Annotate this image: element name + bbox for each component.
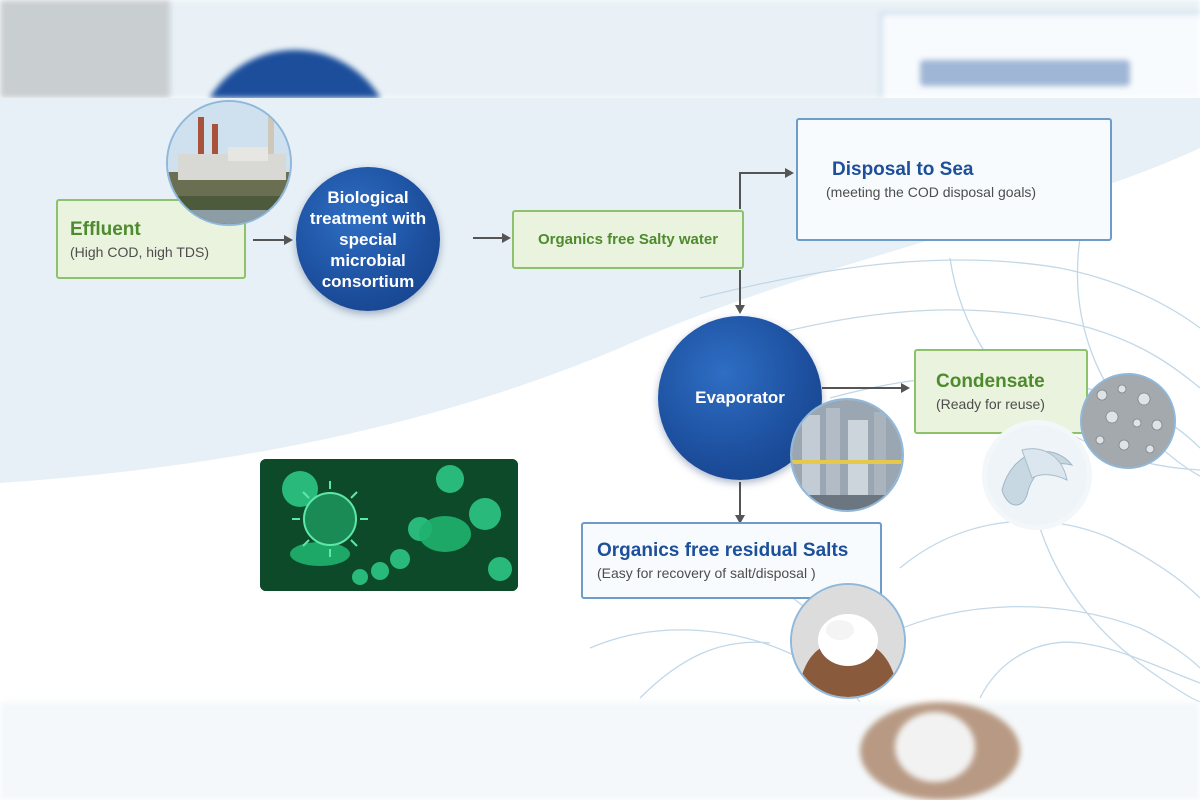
blurred-bottom-band	[0, 702, 1200, 800]
effluent-title: Effluent	[70, 218, 141, 240]
evaporator-plant-photo	[790, 398, 904, 512]
bacteria-photo	[260, 459, 518, 591]
disposal-to-sea-box: Disposal to Sea (meeting the COD disposa…	[796, 118, 1112, 241]
condensate-box: Condensate (Ready for reuse)	[914, 349, 1088, 434]
residual-salts-box: Organics free residual Salts (Easy for r…	[581, 522, 882, 599]
industrial-plant-photo	[166, 100, 292, 226]
condensate-title: Condensate	[936, 371, 1045, 392]
salty-water-box: Organics free Salty water	[512, 210, 744, 269]
salty-water-label: Organics free Salty water	[537, 231, 719, 248]
water-drops-photo	[1080, 373, 1176, 469]
water-splash-photo	[982, 420, 1092, 530]
biological-treatment-node: Biological treatment with special microb…	[296, 167, 440, 311]
biological-treatment-label: Biological treatment with special microb…	[309, 187, 427, 291]
process-diagram: Effluent (High COD, high TDS) Biological…	[0, 98, 1200, 702]
effluent-subtitle: (High COD, high TDS)	[70, 243, 210, 260]
blurred-top-band	[0, 0, 1200, 98]
salts-title: Organics free residual Salts	[597, 540, 849, 561]
salts-subtitle: (Easy for recovery of salt/disposal )	[597, 565, 816, 581]
condensate-subtitle: (Ready for reuse)	[936, 396, 1045, 412]
evaporator-label: Evaporator	[695, 388, 785, 407]
disposal-title: Disposal to Sea	[832, 159, 974, 180]
disposal-subtitle: (meeting the COD disposal goals)	[826, 184, 1037, 200]
salt-in-hands-photo	[790, 583, 906, 699]
